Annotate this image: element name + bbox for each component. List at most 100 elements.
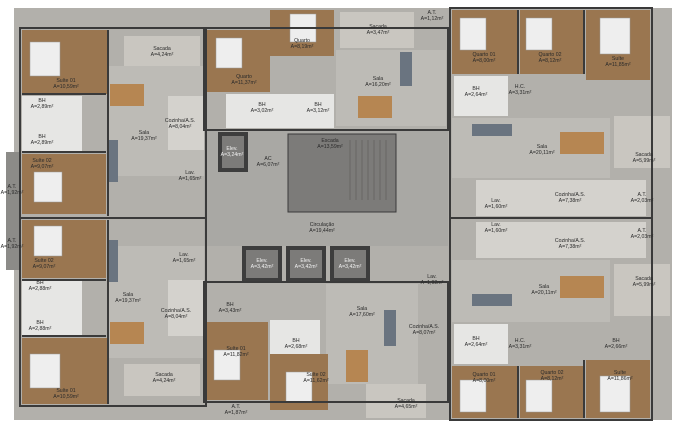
room-area: A=8,04m² xyxy=(164,314,188,320)
room-name: Quarto 02 xyxy=(540,370,564,376)
room-area: A=1,65m² xyxy=(178,176,202,182)
room-name: Sala xyxy=(536,144,548,150)
bed-tl1 xyxy=(29,41,61,77)
elevator-b3-inner xyxy=(334,250,366,278)
room-name: Quarto 01 xyxy=(472,52,496,58)
room-area: A=8,12m² xyxy=(540,376,564,382)
room-name: Cozinha/A.S. xyxy=(164,118,196,124)
room-area: A=11,62m² xyxy=(303,378,329,384)
bh-br-floor xyxy=(454,324,508,364)
bed-tr2 xyxy=(525,17,553,51)
room-area: A=11,82m² xyxy=(223,352,249,358)
table-br xyxy=(560,276,604,298)
apartment-top-right xyxy=(452,10,670,216)
room-name: Cozinha/A.S. xyxy=(554,238,586,244)
room-area: A=19,44m² xyxy=(309,228,335,234)
bed-br3 xyxy=(599,375,631,413)
room-area: A=2,64m² xyxy=(464,342,488,348)
room-area: A=5,99m² xyxy=(632,158,656,164)
room-area: A=20,11m² xyxy=(529,150,555,156)
room-area: A=8,07m² xyxy=(412,330,436,336)
cozinha-br-floor xyxy=(476,222,646,258)
room-name: Quarto xyxy=(236,74,252,80)
bed-tr1 xyxy=(459,17,487,51)
room-area: A=8,19m² xyxy=(290,44,314,50)
elevator-top-inner xyxy=(222,136,244,168)
room-area: A=3,31m² xyxy=(508,90,532,96)
bed-bl1 xyxy=(33,225,63,257)
room-name: Suíte 02 xyxy=(306,372,326,378)
sacada-br-floor xyxy=(614,264,670,316)
room-area: A=3,31m² xyxy=(508,344,532,350)
room-area: A=8,00m² xyxy=(472,378,496,384)
room-name: Cozinha/A.S. xyxy=(408,324,440,330)
room-label-hc-tr: H.C.A=3,31m² xyxy=(509,84,532,96)
room-name: Elev. xyxy=(256,258,268,264)
room-area: A=11,37m² xyxy=(231,80,257,86)
room-name: A.T. xyxy=(231,404,241,410)
bed-br1 xyxy=(459,379,487,413)
table-bl xyxy=(110,322,144,344)
room-area: A=3,42m² xyxy=(250,264,274,270)
room-name: Sala xyxy=(372,76,384,82)
room-label-lav-bc: Lav.A=1,92m² xyxy=(421,274,444,286)
room-name: Sacada xyxy=(153,46,171,52)
room-area: A=11,86m² xyxy=(607,376,633,382)
room-area: A=2,68m² xyxy=(284,344,308,350)
sofa-bl xyxy=(108,240,118,282)
room-area: A=2,89m² xyxy=(30,104,54,110)
room-name: H.C. xyxy=(514,338,526,344)
room-label-at-br: A.T.A=2,03m² xyxy=(631,228,654,240)
room-area: A=5,99m² xyxy=(632,282,656,288)
room-name: Sacada xyxy=(635,276,653,282)
room-area: A=16,20m² xyxy=(365,82,391,88)
room-name: Elev. xyxy=(344,258,356,264)
room-name: Sala xyxy=(122,292,134,298)
room-name: A.T. xyxy=(7,184,17,190)
room-area: A=7,38m² xyxy=(558,244,582,250)
room-label-cozinha-br: Cozinha/A.S.A=7,38m² xyxy=(555,238,585,250)
sofa-br xyxy=(472,294,512,306)
room-area: A=1,60m² xyxy=(484,204,508,210)
room-area: A=2,66m² xyxy=(604,344,628,350)
cozinha-bl-floor xyxy=(168,280,204,336)
sala-bc-floor xyxy=(326,284,418,384)
room-label-at-tr: A.T.A=2,03m² xyxy=(631,192,654,204)
room-area: A=3,42m² xyxy=(338,264,362,270)
room-name: BH xyxy=(36,280,44,286)
room-area: A=2,89m² xyxy=(30,140,54,146)
room-area: A=2,88m² xyxy=(28,286,52,292)
room-area: A=2,03m² xyxy=(630,234,654,240)
room-area: A=8,00m² xyxy=(472,58,496,64)
room-area: A=19,37m² xyxy=(131,136,157,142)
room-label-lav-tr: Lav.A=1,60m² xyxy=(485,198,508,210)
room-area: A=2,03m² xyxy=(630,198,654,204)
at-left-strip xyxy=(6,152,20,270)
room-area: A=1,12m² xyxy=(420,16,444,22)
room-name: Circulação xyxy=(309,222,335,228)
room-area: A=13,59m² xyxy=(317,144,343,150)
room-name: Lav. xyxy=(491,198,501,204)
room-label-cozinha-tl: Cozinha/A.S.A=8,04m² xyxy=(165,118,195,130)
table-tc xyxy=(358,96,392,118)
room-name: Quarto 01 xyxy=(472,372,496,378)
room-label-elev-b3: Elev.A=3,42m² xyxy=(339,258,362,270)
room-name: Sacada xyxy=(397,398,415,404)
